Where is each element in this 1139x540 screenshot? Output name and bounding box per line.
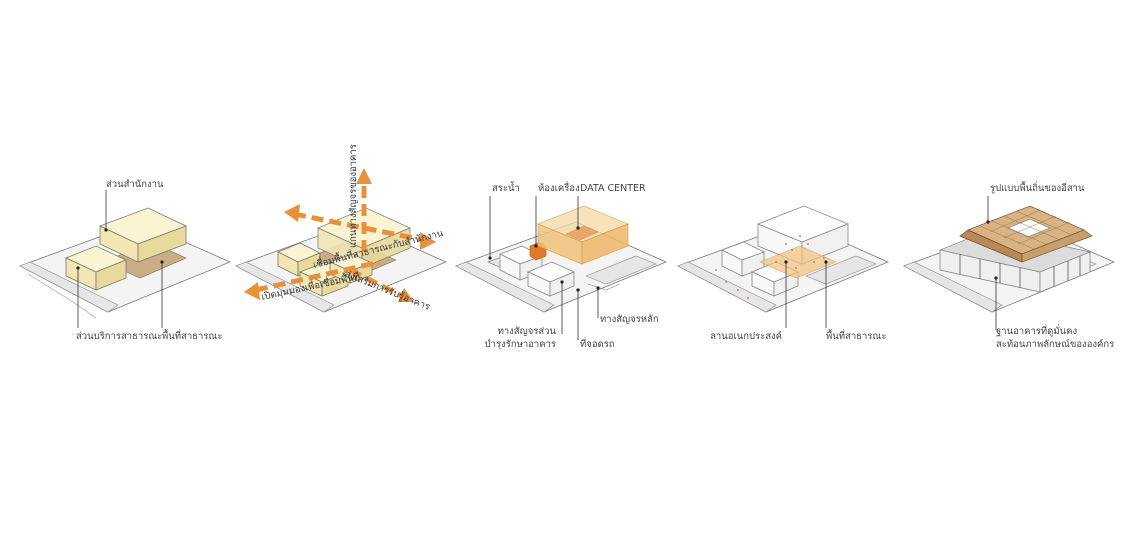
office-link-arrow	[293, 211, 425, 243]
data-center-volume	[537, 205, 629, 265]
label-vertical-axis: แกนทางสัญจรของอาคาร	[348, 144, 359, 248]
label-service-path-line2: บำรุงรักษาอาคาร	[485, 339, 556, 350]
label-multipurpose: ลานอเนกประสงค์	[710, 330, 782, 342]
diagram-courtyard: ลานอเนกประสงค์ พื้นที่สาธารณะ	[677, 205, 890, 342]
plaza-dots	[715, 235, 825, 299]
label-pond: สระน้ำ	[492, 181, 520, 194]
diagram-roof: รูปแบบพื้นถิ่นของอีสาน ฐานอาคารที่ดูมั่น…	[903, 181, 1116, 350]
label-office: ส่วนสำนักงาน	[106, 179, 164, 190]
arrow-head-up	[356, 168, 372, 184]
label-parking: ที่จอดรถ	[580, 337, 615, 350]
label-base-line1: ฐานอาคารที่ดูมั่นคง	[996, 324, 1077, 337]
isan-roof	[959, 205, 1093, 263]
label-main-path: ทางสัญจรหลัก	[600, 314, 659, 325]
circulation-arrows	[244, 168, 436, 302]
parking-lot	[585, 255, 657, 285]
label-base-line2: สะท้อนภาพลักษณ์ขององค์กร	[996, 338, 1114, 350]
service-link-arrow	[348, 267, 408, 301]
label-public-service: ส่วนบริการสาธารณะ	[76, 331, 162, 342]
white-blocks	[498, 245, 576, 297]
diagram-massing: ส่วนสำนักงาน ส่วนบริการสาธารณะ พื้นที่สา…	[19, 179, 232, 342]
label-data-center: DATA CENTER	[580, 183, 646, 194]
office-block	[98, 207, 188, 263]
diagram-connections: แกนทางสัญจรของอาคาร เชื่อมพื้นที่สาธารณะ…	[235, 144, 448, 313]
label-courtyard-public-area: พื้นที่สาธารณะ	[826, 329, 886, 342]
diagram-program: สระน้ำ ห้องเครื่อง DATA CENTER ทางสัญจรส…	[455, 181, 668, 350]
label-machine-room: ห้องเครื่อง	[538, 181, 580, 194]
label-roof-form: รูปแบบพื้นถิ่นของอีสาน	[990, 181, 1085, 194]
open-view-arrow	[255, 259, 381, 293]
label-service-path-line1: ทางสัญจรส่วน	[498, 326, 557, 337]
courtyard-plaza	[759, 245, 837, 279]
public-service-block	[64, 245, 128, 291]
label-public-area: พื้นที่สาธารณะ	[162, 329, 222, 342]
